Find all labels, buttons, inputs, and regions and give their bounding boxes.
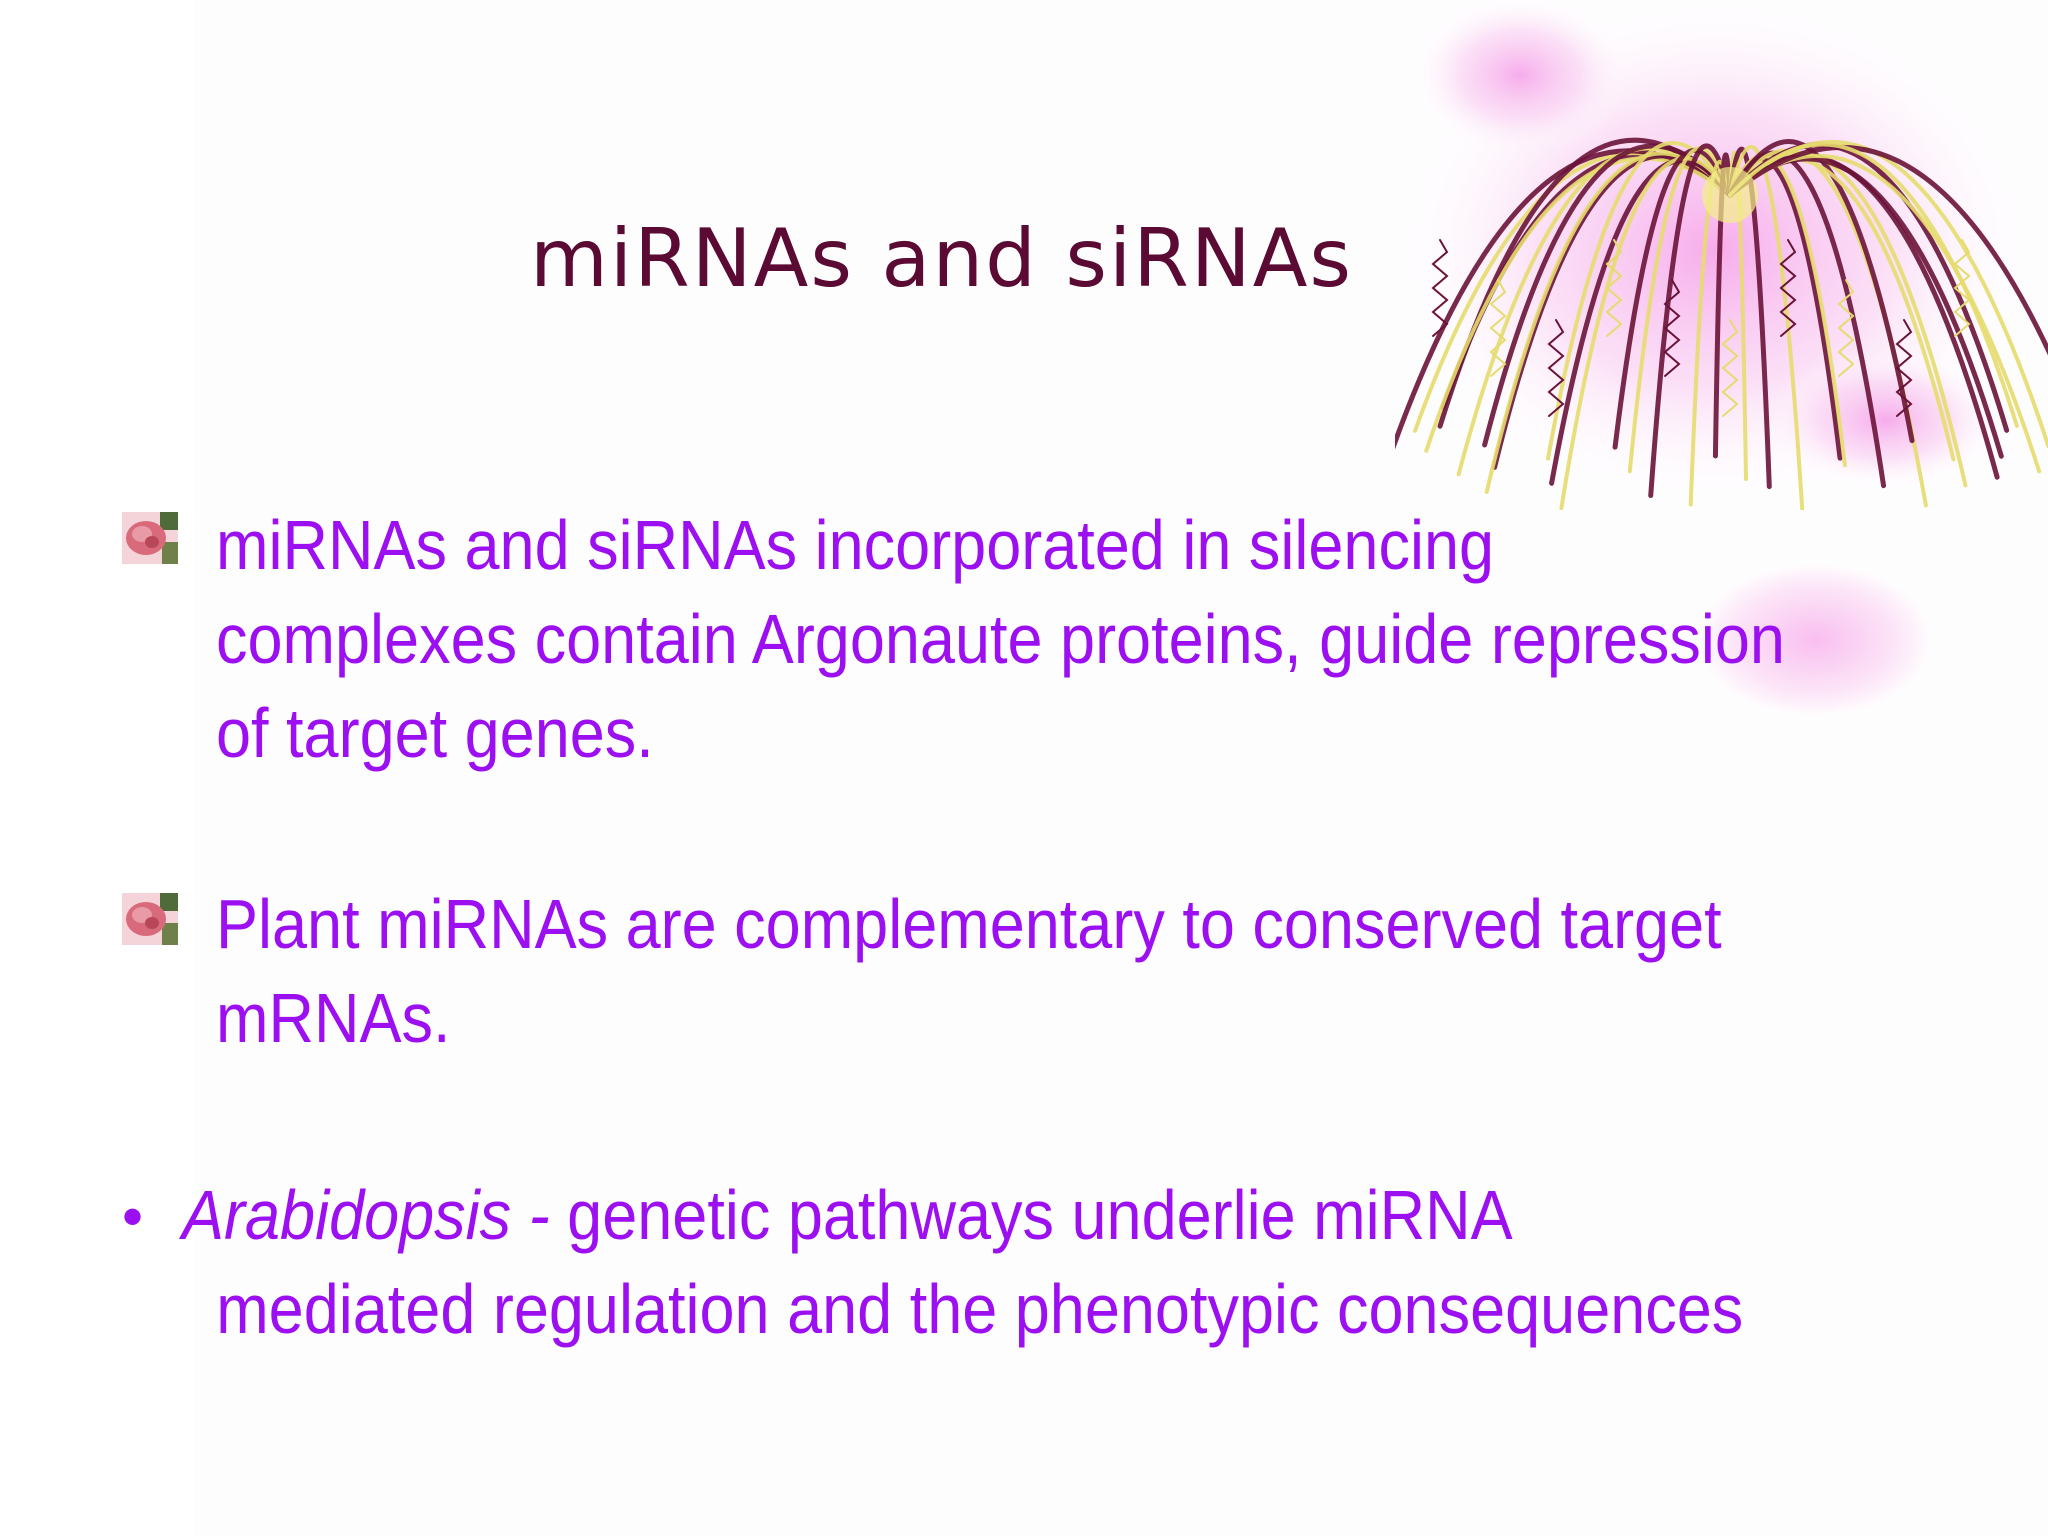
bullet-line: miRNAs and siRNAs incorporated in silenc… <box>216 506 1495 584</box>
bullet-dot: • <box>122 1183 144 1250</box>
species-name: Arabidopsis <box>182 1176 512 1254</box>
decorative-glow <box>1700 565 1930 715</box>
bullet-arabidopsis: Arabidopsis - genetic pathways underlie … <box>182 1168 1743 1356</box>
flower-square-icon <box>122 512 178 564</box>
bullet-line: mediated regulation and the phenotypic c… <box>216 1270 1744 1348</box>
bullet-plant-mirnas: Plant miRNAs are complementary to conser… <box>216 877 1722 1065</box>
bullet-text: genetic pathways underlie miRNA <box>567 1176 1513 1254</box>
bullet-line: Arabidopsis - genetic pathways underlie … <box>182 1168 1743 1262</box>
slide-title: miRNAs and siRNAs <box>530 212 1354 305</box>
firework-flower-decoration <box>1395 0 2048 510</box>
bullet-silencing-complexes: miRNAs and siRNAs incorporated in silenc… <box>216 498 1785 780</box>
bullet-line: Plant miRNAs are complementary to conser… <box>216 885 1722 963</box>
bullet-line: mRNAs. <box>216 979 451 1057</box>
bullet-line: complexes contain Argonaute proteins, gu… <box>216 600 1785 678</box>
separator: - <box>511 1176 568 1254</box>
flower-square-icon <box>122 893 178 945</box>
bullet-line: of target genes. <box>216 694 654 772</box>
slide-margin <box>0 0 195 1536</box>
